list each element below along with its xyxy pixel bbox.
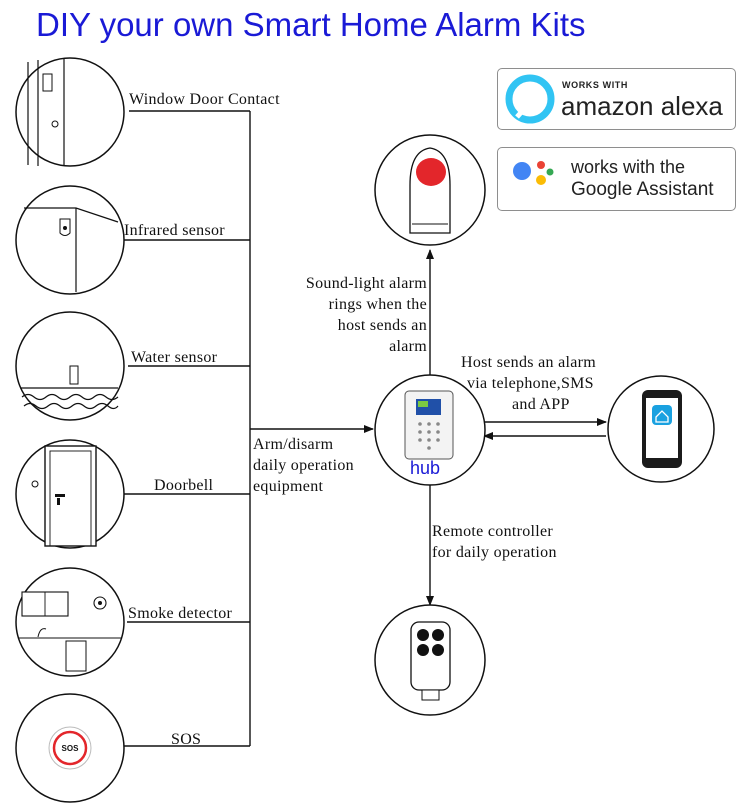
hub-label: hub [410,458,441,478]
google-assistant-logo-icon [513,161,554,185]
smartphone-icon [607,375,715,483]
window-door-contact-icon [15,57,125,167]
bus-label-line-2: daily operation [253,457,354,474]
sos-button-text: SOS [62,744,80,753]
sensor-label-water: Water sensor [131,349,218,366]
smoke-detector-icon [15,567,125,677]
siren-label-line-4: alarm [389,338,427,355]
alexa-logo-icon [505,74,555,124]
phone-label-line-2: via telephone,SMS [467,375,594,392]
connector-lines [123,110,607,747]
sensor-label-smoke-detector: Smoke detector [128,605,233,622]
sos-button-icon: SOS [15,693,125,803]
bus-label-line-3: equipment [253,478,324,495]
google-badge-line-1: works with the [571,157,686,177]
doorbell-icon [15,439,125,549]
sensor-label-doorbell: Doorbell [154,477,214,494]
phone-label-line-3: and APP [512,396,570,413]
water-sensor-icon [15,311,125,421]
alexa-badge-small-text: WORKS WITH [562,80,628,90]
google-assistant-badge: works with the Google Assistant [497,147,736,211]
google-badge-line-2: Google Assistant [571,179,714,200]
siren-label-line-3: host sends an [337,317,427,334]
infrared-sensor-icon [15,185,125,295]
remote-label-line-2: for daily operation [432,544,557,561]
siren-icon [374,134,486,246]
hub-device-icon [374,374,486,486]
alexa-badge-big-text: amazon alexa [561,91,723,121]
remote-controller-icon [374,604,486,716]
phone-label-line-1: Host sends an alarm [461,354,597,371]
sensor-label-window-door-contact: Window Door Contact [129,91,280,108]
bus-label-line-1: Arm/disarm [253,436,334,453]
siren-label-line-2: rings when the [328,296,427,313]
siren-label-line-1: Sound-light alarm [305,275,427,292]
sensor-label-sos: SOS [171,731,202,748]
page-title: DIY your own Smart Home Alarm Kits [36,6,586,43]
sensor-label-infrared: Infrared sensor [124,222,225,239]
amazon-alexa-badge: WORKS WITH amazon alexa [497,68,736,130]
remote-label-line-1: Remote controller [432,523,554,540]
